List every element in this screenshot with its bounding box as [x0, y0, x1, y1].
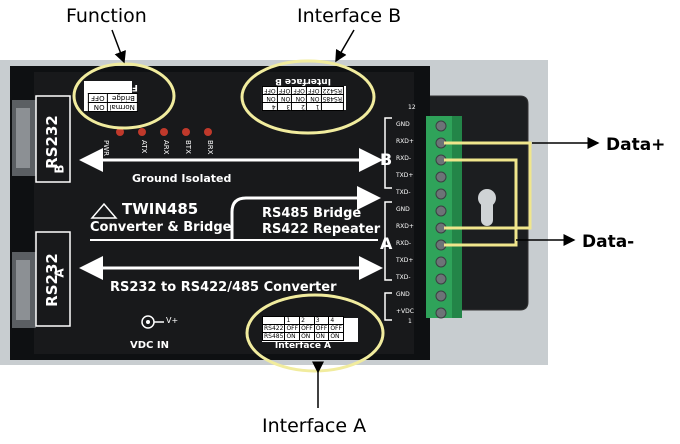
data-minus-label: Data-: [582, 232, 635, 252]
function-highlight: [72, 62, 176, 130]
bus-letter-b: B: [380, 150, 393, 169]
data-plus-wire: [444, 141, 532, 230]
bus-letter-a: A: [380, 234, 393, 253]
ifa-row0-3: OFF: [313, 324, 330, 333]
ifb-header-4: 4: [262, 102, 278, 111]
terminal-label-b-txdplus: TXD+: [396, 172, 414, 179]
ifb-row0-0: RS485: [321, 94, 344, 103]
terminal-label-b-txdminus: TXD-: [396, 189, 411, 196]
function-mode-normal: Normal: [107, 102, 138, 112]
interface-b-panel: 1 2 3 4 RS485 ON ON ON ON RS422 OFF OFF …: [262, 76, 344, 111]
ifb-row1-3: OFF: [277, 86, 292, 95]
ifa-row1-3: ON: [313, 332, 330, 341]
ifb-header-0: [321, 102, 344, 111]
ifb-row0-1: ON: [306, 94, 321, 103]
function-switch-on: ON: [88, 102, 108, 112]
ifb-row1-2: OFF: [291, 86, 307, 95]
ifa-row1-4: ON: [328, 332, 344, 341]
interface-b-callout: Interface B: [297, 5, 402, 27]
terminal-label-a-txdplus: TXD+: [396, 257, 414, 264]
led-indicators: [116, 128, 212, 136]
rs232-a-label: RS232: [43, 253, 61, 307]
function-callout: Function: [66, 5, 147, 27]
led-label-brx: BRX: [206, 140, 214, 155]
tagline-label: Converter & Bridge: [90, 220, 232, 235]
interface-a-callout: Interface A: [262, 415, 367, 437]
terminal-label-b-rxdplus: RXD+: [396, 138, 414, 145]
ifa-header-4: 4: [328, 316, 344, 325]
ifb-header-2: 2: [291, 102, 307, 111]
led-label-arx: ARX: [162, 140, 170, 155]
terminal-label-b-gnd: GND: [396, 121, 410, 128]
ifa-header-3: 3: [313, 316, 330, 325]
led-label-atx: ATX: [140, 140, 148, 154]
ifb-row1-4: OFF: [262, 86, 278, 95]
ifb-row0-3: ON: [277, 94, 292, 103]
ifa-header-0: [261, 316, 286, 325]
ifb-row0-4: ON: [262, 94, 278, 103]
interface-b-highlight: [240, 59, 376, 135]
terminal-label-a-rxdminus: RXD-: [396, 240, 412, 247]
vdc-in-label: VDC IN: [130, 340, 169, 351]
interface-a-panel: 1 2 3 4 RS422 OFF OFF OFF OFF RS485 ON O…: [261, 316, 344, 351]
ifb-header-1: 1: [306, 102, 321, 111]
ifa-header-1: 1: [284, 316, 301, 325]
ifa-row0-0: RS422: [261, 324, 286, 333]
repeater-label: RS422 Repeater: [262, 222, 381, 237]
port-b-letter: B: [52, 164, 67, 174]
terminal-number-bottom: 1: [408, 318, 412, 325]
terminal-label-power-vdc: +VDC: [396, 308, 414, 315]
ifa-row0-4: OFF: [328, 324, 344, 333]
logo-icon: [90, 202, 118, 219]
ifb-row0-2: ON: [291, 94, 307, 103]
led-label-btx: BTX: [184, 140, 192, 154]
ifb-header-3: 3: [277, 102, 292, 111]
interface-a-panel-title: Interface A: [274, 341, 332, 351]
terminal-number-top: 12: [408, 104, 416, 111]
data-minus-wire: [444, 158, 518, 247]
ifa-row0-1: OFF: [284, 324, 301, 333]
ifa-row0-2: OFF: [299, 324, 315, 333]
ifa-header-2: 2: [299, 316, 315, 325]
rs232-b-label: RS232: [43, 115, 61, 169]
function-mode-bridge: Bridge: [107, 93, 138, 103]
bridge-label: RS485 Bridge: [262, 206, 362, 221]
terminal-label-a-gnd: GND: [396, 206, 410, 213]
led-label-pwr: PWR: [102, 140, 110, 157]
ifa-row1-1: ON: [284, 332, 301, 341]
ifa-row1-2: ON: [299, 332, 315, 341]
terminal-label-a-rxdplus: RXD+: [396, 223, 414, 230]
ifb-row1-1: OFF: [306, 86, 321, 95]
vplus-label: V+: [166, 316, 179, 325]
terminal-label-power-gnd: GND: [396, 291, 410, 298]
terminal-label-a-txdminus: TXD-: [396, 274, 411, 281]
function-panel-title: Function: [94, 82, 138, 92]
ifa-row1-0: RS485: [261, 332, 286, 341]
data-plus-label: Data+: [606, 135, 666, 155]
interface-b-panel-title: Interface B: [274, 76, 331, 86]
converter-label: RS232 to RS422/485 Converter: [110, 280, 337, 295]
ground-isolated-label: Ground Isolated: [132, 172, 232, 185]
terminal-label-b-rxdminus: RXD-: [396, 155, 412, 162]
ifb-row1-0: RS422: [321, 86, 344, 95]
brand-label: TWIN485: [122, 200, 199, 218]
port-a-letter: A: [52, 268, 67, 278]
function-switch-off: OFF: [88, 93, 108, 103]
